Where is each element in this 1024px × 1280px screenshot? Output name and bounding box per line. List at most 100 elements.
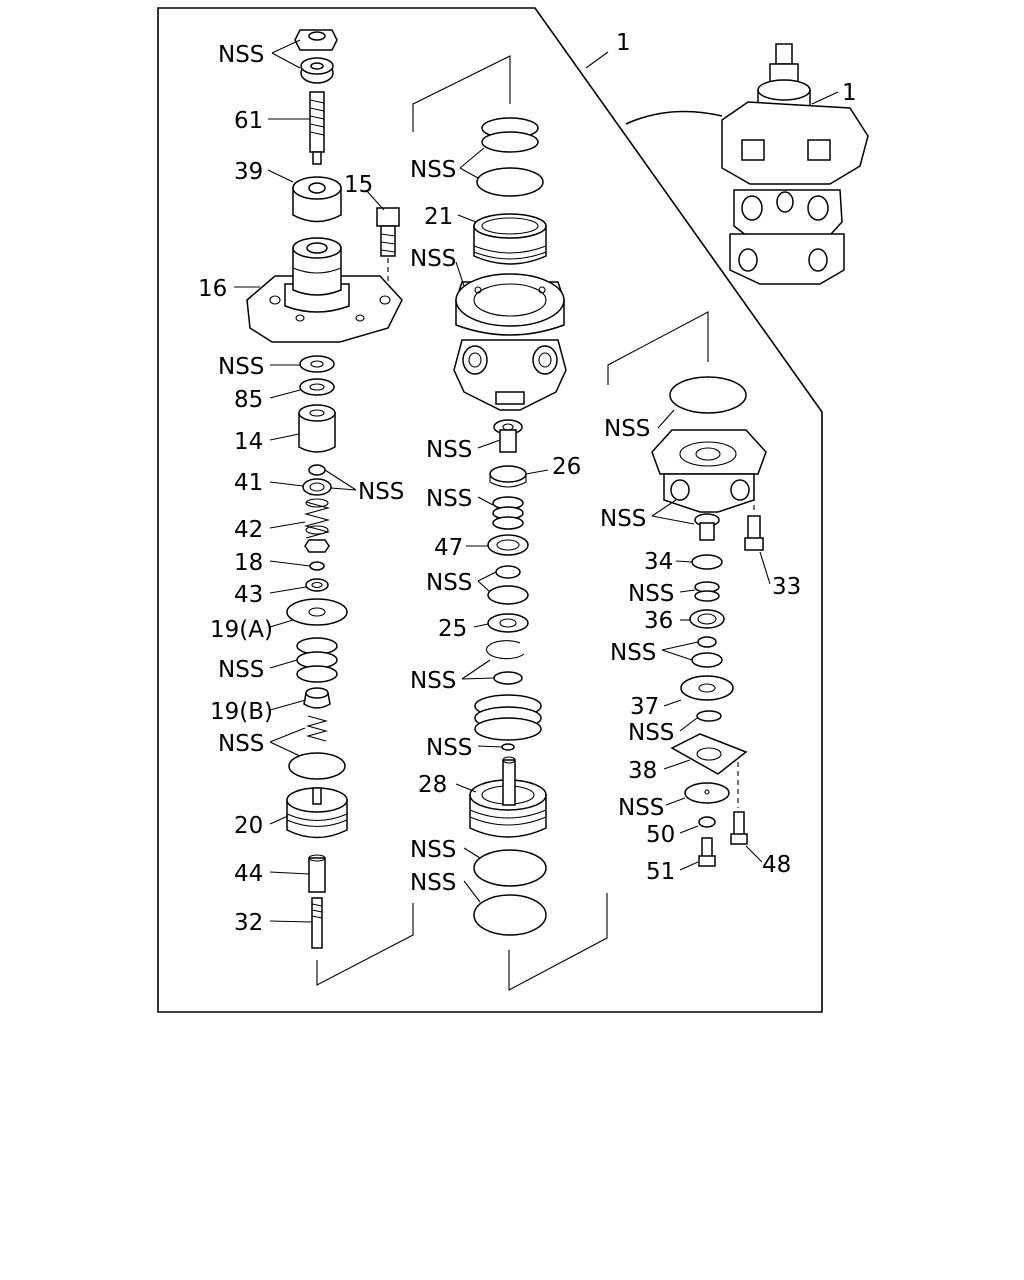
callout-48: 48 [762, 852, 791, 878]
part-nss-oring-r1 [697, 636, 717, 648]
part-20-piston [286, 787, 348, 839]
callout-nss: NSS [426, 486, 472, 512]
part-43-washer [305, 578, 329, 592]
part-nss-ring-c2 [474, 694, 542, 741]
part-48-screw [730, 811, 748, 845]
callout-44: 44 [234, 861, 263, 887]
part-19a-diaphragm [286, 598, 348, 626]
part-nss-seal-c1 [476, 167, 544, 197]
callout-15: 15 [344, 172, 373, 198]
part-42-spring [303, 498, 331, 539]
part-25-washer [487, 613, 529, 633]
callout-39: 39 [234, 159, 263, 185]
part-upper-housing [453, 273, 567, 411]
callout-nss: NSS [410, 246, 456, 272]
group-brackets [316, 55, 709, 991]
callout-42: 42 [234, 517, 263, 543]
callout-85: 85 [234, 387, 263, 413]
callout-36: 36 [644, 608, 673, 634]
callout-19b: 19(B) [210, 699, 273, 725]
part-32-rod [311, 897, 323, 949]
part-nut-upper [294, 29, 338, 51]
part-26-seat [489, 465, 527, 488]
callout-38: 38 [628, 758, 657, 784]
part-36-seal [689, 609, 725, 629]
callout-nss: NSS [410, 157, 456, 183]
callout-61: 61 [234, 108, 263, 134]
part-38-cover [670, 733, 748, 808]
callout-19a: 19(A) [210, 617, 273, 643]
callout-nss: NSS [628, 581, 674, 607]
part-nss-small-ring [308, 464, 326, 476]
callout-41: 41 [234, 470, 263, 496]
part-39-cap [292, 176, 342, 223]
callout-nss: NSS [410, 668, 456, 694]
part-41-seat [302, 478, 332, 496]
part-42-nut [304, 539, 330, 553]
part-16-cover-plate [246, 237, 403, 343]
callout-labels: NSS 61 39 15 16 NSS 85 14 41 NSS 42 18 4… [198, 30, 857, 936]
part-14-sleeve [298, 404, 336, 453]
callout-43: 43 [234, 582, 263, 608]
callout-20: 20 [234, 813, 263, 839]
callout-14: 14 [234, 429, 263, 455]
leader-lines [234, 39, 839, 923]
callout-32: 32 [234, 910, 263, 936]
part-nss-spring-l [296, 637, 338, 683]
callout-nss: NSS [628, 720, 674, 746]
part-nss-valve-c [493, 419, 523, 453]
callout-18: 18 [234, 550, 263, 576]
part-nss-seal-c4 [473, 894, 547, 936]
callout-nss: NSS [410, 870, 456, 896]
callout-nss: NSS [604, 416, 650, 442]
callout-nss: NSS [218, 657, 264, 683]
callout-51: 51 [646, 859, 675, 885]
part-nss-oring-c2 [487, 585, 529, 605]
callout-nss: NSS [358, 479, 404, 505]
part-nss-washer-1 [299, 355, 335, 373]
callout-37: 37 [630, 694, 659, 720]
callout-33: 33 [772, 574, 801, 600]
part-61-stud [309, 91, 325, 165]
part-nss-seal-c2 [493, 671, 523, 685]
callout-nss: NSS [618, 795, 664, 821]
part-28-piston [469, 756, 547, 838]
part-85-washer [299, 378, 335, 396]
callout-nss: NSS [426, 735, 472, 761]
callout-28: 28 [418, 772, 447, 798]
part-19b-seat [303, 687, 331, 709]
callout-26: 26 [552, 454, 581, 480]
part-lower-housing [651, 429, 767, 513]
callout-1: 1 [616, 30, 631, 56]
part-nss-oring-c1 [495, 565, 521, 579]
callout-25: 25 [438, 616, 467, 642]
callout-nss: NSS [410, 837, 456, 863]
callout-nss: NSS [600, 506, 646, 532]
callout-nss: NSS [218, 731, 264, 757]
callout-nss: NSS [426, 437, 472, 463]
part-18-clip [309, 561, 325, 571]
callout-50: 50 [646, 822, 675, 848]
part-51-screw [698, 837, 716, 867]
part-34-seat [691, 554, 723, 570]
part-37-diaphragm [680, 675, 734, 701]
part-47-seal [487, 534, 529, 556]
part-33-screw [744, 515, 764, 551]
callout-nss: NSS [426, 570, 472, 596]
part-nss-oring-c3 [501, 743, 515, 751]
callout-16: 16 [198, 276, 227, 302]
callout-34: 34 [644, 549, 673, 575]
part-nss-spring-small [305, 715, 329, 742]
callout-1: 1 [842, 80, 857, 106]
callout-47: 47 [434, 535, 463, 561]
part-nss-clip-r [696, 710, 722, 722]
part-nss-disc-r [684, 782, 730, 804]
callout-21: 21 [424, 204, 453, 230]
callout-nss: NSS [610, 640, 656, 666]
part-nss-seal-r1 [669, 376, 747, 414]
part-15-bolt [376, 207, 400, 300]
part-21-ring [473, 213, 547, 265]
part-nut-lower [300, 57, 334, 84]
part-1-valve-assembly [625, 43, 869, 285]
part-nss-ring-c1 [481, 117, 539, 153]
